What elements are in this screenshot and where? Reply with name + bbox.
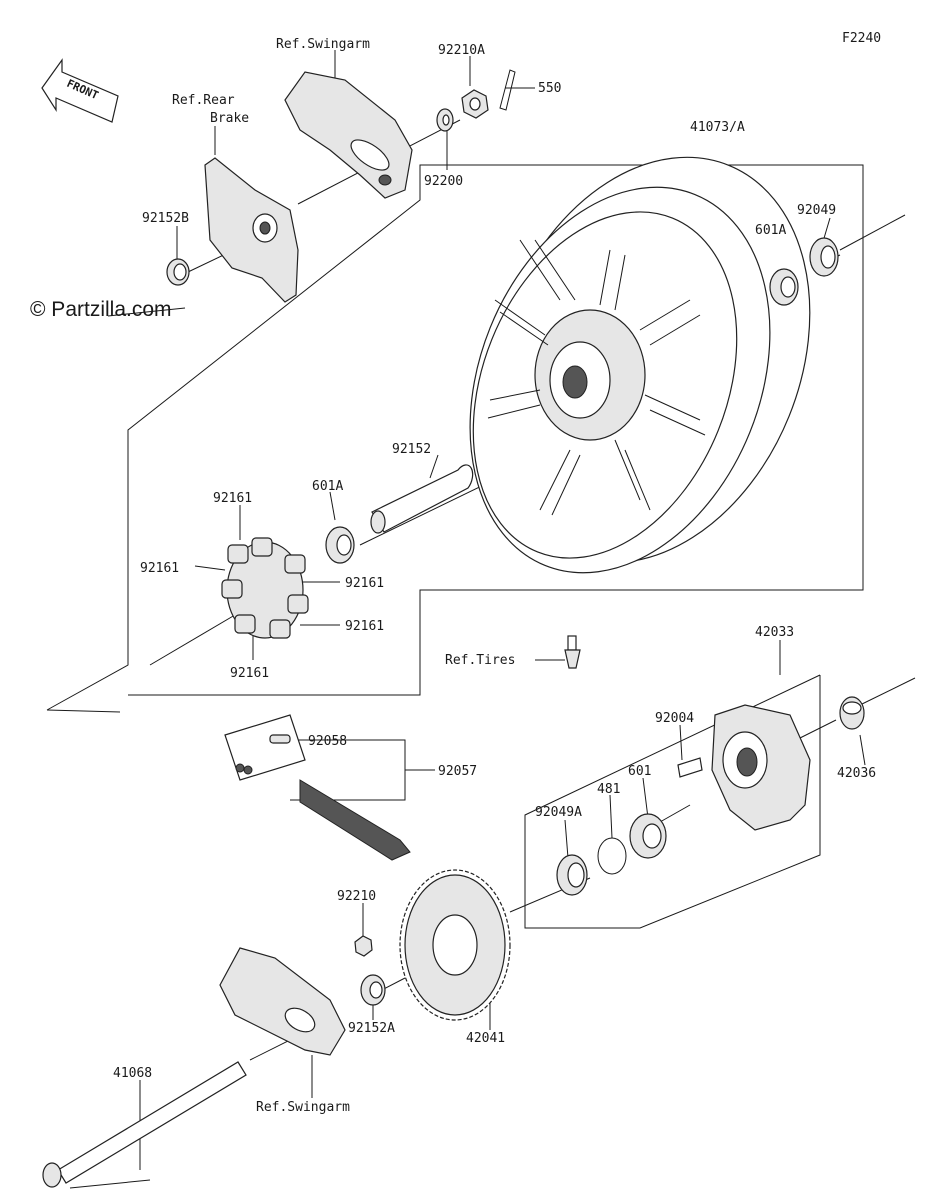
label-92161-bottom: 92161	[230, 666, 269, 681]
partzilla-watermark: © Partzilla.com	[30, 298, 172, 321]
chain-joint-kit	[224, 714, 306, 781]
hub-assembly-frame	[524, 674, 821, 929]
label-92152a: 92152A	[348, 1021, 395, 1036]
label-92210a: 92210A	[438, 43, 485, 58]
rear-sprocket-42041	[399, 869, 511, 1021]
label-92161-lower-right: 92161	[345, 619, 384, 634]
label-ref-swingarm-bottom: Ref.Swingarm	[256, 1100, 350, 1115]
label-42041: 42041	[466, 1031, 505, 1046]
label-550: 550	[538, 81, 561, 96]
bearing-601a-middle	[325, 526, 355, 564]
label-42036: 42036	[837, 766, 876, 781]
label-601a-middle: 601A	[312, 479, 343, 494]
collar-92152a	[360, 974, 386, 1006]
tire-valve	[564, 635, 581, 669]
figure-code: F2240	[842, 31, 881, 46]
label-41073a: 41073/A	[690, 120, 745, 135]
label-92210: 92210	[337, 889, 376, 904]
label-481: 481	[597, 782, 620, 797]
label-92049a: 92049A	[535, 805, 582, 820]
circlip-481	[597, 837, 627, 875]
label-ref-swingarm-top: Ref.Swingarm	[276, 37, 370, 52]
oil-seal-92049	[809, 237, 839, 277]
rear-axle-41068	[42, 1061, 247, 1188]
label-601a-top: 601A	[755, 223, 786, 238]
bearing-601a-top	[769, 268, 799, 306]
rear-wheel-rim	[469, 156, 811, 574]
swingarm-top-bracket	[284, 71, 413, 199]
label-41068: 41068	[113, 1066, 152, 1081]
stud-92004	[677, 757, 703, 778]
oil-seal-92049a	[556, 854, 588, 896]
label-92161-left: 92161	[140, 561, 179, 576]
leader-lines	[46, 50, 916, 1189]
spacer-tube-92152	[370, 464, 474, 534]
label-42033: 42033	[755, 625, 794, 640]
label-92161-top: 92161	[213, 491, 252, 506]
swingarm-bottom-bracket	[219, 947, 346, 1056]
cotter-pin-550	[499, 69, 516, 111]
label-92058: 92058	[308, 734, 347, 749]
bearing-601	[629, 813, 667, 859]
label-92152: 92152	[392, 442, 431, 457]
collar-42036	[839, 696, 865, 730]
sprocket-hub-42033	[711, 704, 811, 831]
callout-labels: F2240 Ref.Swingarm 92210A 550 Ref.Rear B…	[30, 31, 881, 1115]
label-92200: 92200	[424, 174, 463, 189]
label-92161-right: 92161	[345, 576, 384, 591]
rear-brake-bracket	[204, 157, 299, 303]
washer-92200	[436, 108, 454, 132]
drive-chain-92057	[299, 779, 411, 861]
label-ref-tires: Ref.Tires	[445, 653, 515, 668]
label-ref-rear-brake-line2: Brake	[210, 111, 249, 126]
front-direction-arrow: FRONT	[41, 58, 119, 123]
label-92004: 92004	[655, 711, 694, 726]
label-92152b: 92152B	[142, 211, 189, 226]
nut-92210a	[461, 89, 489, 119]
label-ref-rear-brake-line1: Ref.Rear	[172, 93, 235, 108]
label-92057: 92057	[438, 764, 477, 779]
label-601: 601	[628, 764, 651, 779]
collar-92152b	[166, 258, 190, 286]
damper-rubbers-92161	[221, 537, 309, 639]
label-92049: 92049	[797, 203, 836, 218]
nut-92210	[354, 935, 373, 957]
